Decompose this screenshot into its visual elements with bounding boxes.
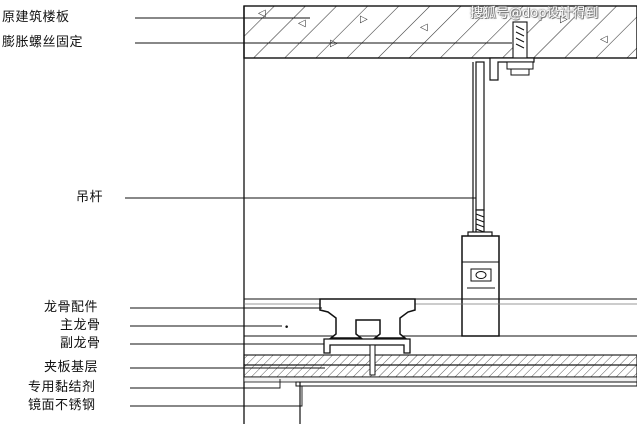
svg-text:◁: ◁ [258,8,266,19]
svg-text:▷: ▷ [560,14,568,25]
svg-text:▷: ▷ [360,14,368,25]
leader-steel-panel [130,386,303,407]
label-keel-fitting: 龙骨配件 [44,300,99,315]
hanger-clip [461,231,500,337]
leader-dot-main-keel: • [284,323,289,333]
svg-text:◁: ◁ [420,22,428,33]
label-steel-panel: 镜面不锈钢 [28,398,96,413]
svg-text:▷: ▷ [330,38,338,49]
concrete-slab: ◁ ◁ ▷ ◁ ▷ ◁ ▷ [243,5,637,59]
watermark: 搜狐号@dop设计得到 [470,6,599,21]
leader-lines [125,17,512,407]
leader-adhesive [130,379,281,389]
label-sandwich-board: 夹板基层 [44,360,99,375]
label-anchor: 膨胀螺丝固定 [2,35,84,50]
label-main-keel: 主龙骨 [60,318,101,333]
svg-text:◁: ◁ [600,34,608,45]
label-slab: 原建筑楼板 [2,10,70,25]
main-keel-profile [319,298,416,354]
label-adhesive: 专用黏结剂 [28,380,96,395]
adhesive-layer [243,376,637,383]
svg-text:◁: ◁ [298,18,306,29]
steel-panel-layer [295,381,637,387]
label-hanger-rod: 吊杆 [76,190,104,205]
sandwich-board [243,344,637,378]
label-sub-keel: 副龙骨 [60,336,101,351]
expansion-bolt-bracket [489,21,535,81]
